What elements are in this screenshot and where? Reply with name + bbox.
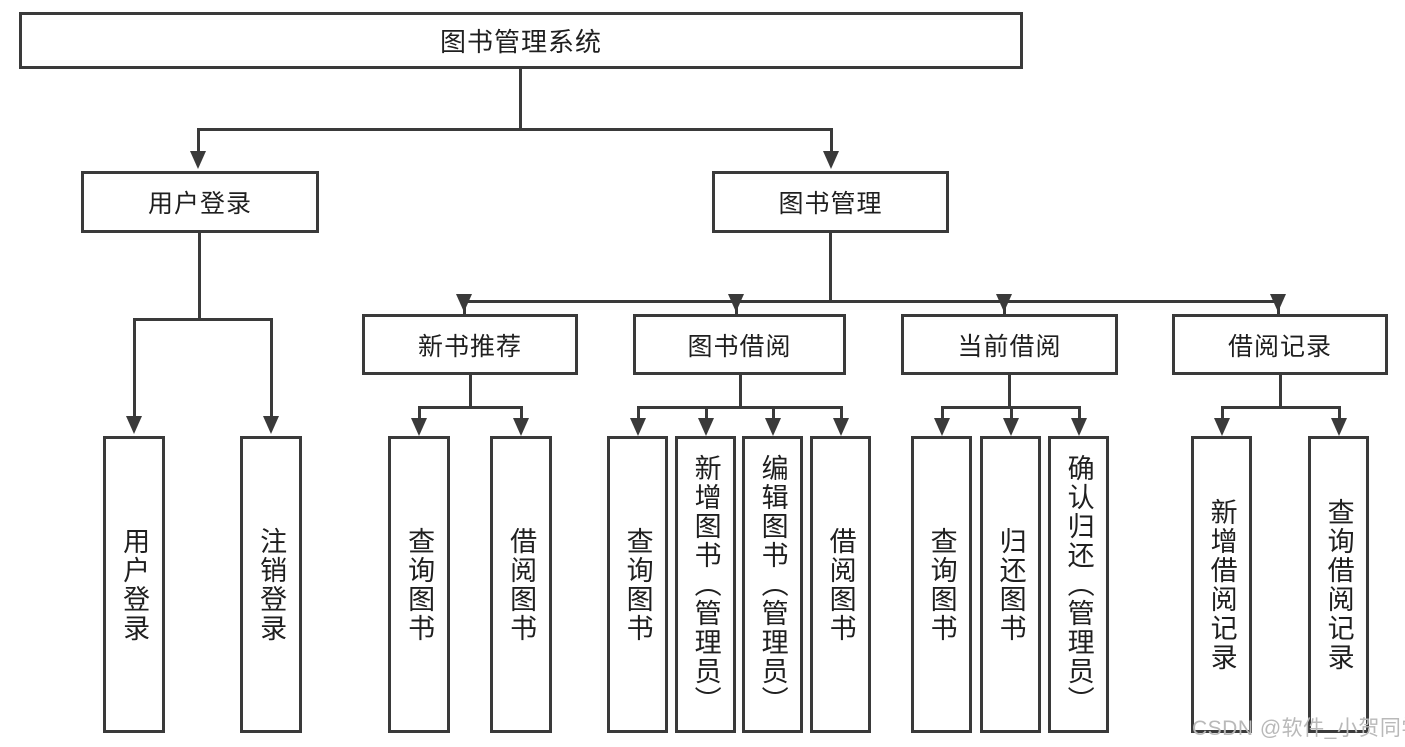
node-book-borrow-label: 图书借阅 <box>687 332 792 361</box>
connector-book-borrow-bus <box>637 406 842 409</box>
node-leaf-add-record[interactable]: 新增借阅记录 <box>1191 436 1252 733</box>
connector-drop-edit-book <box>772 406 775 422</box>
connector-drop-leaf-user-logout <box>270 318 273 418</box>
node-root-label: 图书管理系统 <box>439 27 602 57</box>
arrowhead-current-borrow <box>996 294 1012 312</box>
node-book-manage-label: 图书管理 <box>778 190 883 218</box>
node-user-login[interactable]: 用户登录 <box>81 171 319 233</box>
node-leaf-return-book[interactable]: 归还图书 <box>980 436 1041 733</box>
node-leaf-user-login[interactable]: 用户登录 <box>103 436 165 733</box>
connector-drop-query-book-1 <box>418 406 421 422</box>
connector-book-manage-stem <box>829 233 832 303</box>
node-leaf-edit-book-label: 编辑图书（管理员） <box>757 454 788 715</box>
node-leaf-query-book-3-label: 查询图书 <box>926 526 957 643</box>
arrowhead-query-book-1 <box>411 418 427 436</box>
arrowhead-query-record <box>1331 418 1347 436</box>
node-leaf-add-record-label: 新增借阅记录 <box>1206 497 1237 672</box>
node-borrow-record-label: 借阅记录 <box>1227 332 1332 361</box>
node-leaf-confirm-return[interactable]: 确认归还（管理员） <box>1048 436 1109 733</box>
arrowhead-query-book-3 <box>934 418 950 436</box>
node-leaf-add-book[interactable]: 新增图书（管理员） <box>675 436 736 733</box>
connector-drop-return-book <box>1010 406 1013 422</box>
node-leaf-query-record[interactable]: 查询借阅记录 <box>1308 436 1369 733</box>
node-leaf-user-login-label: 用户登录 <box>119 526 150 643</box>
arrowhead-leaf-user-logout <box>263 416 279 434</box>
arrowhead-query-book-2 <box>630 418 646 436</box>
connector-current-borrow-stem <box>1008 375 1011 408</box>
connector-drop-borrow-book-2 <box>840 406 843 422</box>
connector-drop-leaf-user-login <box>133 318 136 418</box>
arrowhead-new-book-rec <box>456 294 472 312</box>
watermark-text: CSDN @软件_小贺同学 <box>1192 717 1405 740</box>
connector-new-book-rec-stem <box>469 375 472 408</box>
node-leaf-user-logout[interactable]: 注销登录 <box>240 436 302 733</box>
node-leaf-borrow-book-2[interactable]: 借阅图书 <box>810 436 871 733</box>
node-leaf-edit-book[interactable]: 编辑图书（管理员） <box>742 436 803 733</box>
connector-drop-add-book <box>705 406 708 422</box>
connector-drop-query-record <box>1338 406 1341 422</box>
connector-drop-query-book-3 <box>941 406 944 422</box>
arrowhead-add-record <box>1214 418 1230 436</box>
arrowhead-borrow-book-1 <box>513 418 529 436</box>
connector-drop-add-record <box>1221 406 1224 422</box>
node-current-borrow[interactable]: 当前借阅 <box>901 314 1118 375</box>
arrowhead-user-login <box>190 151 206 169</box>
connector-level3-bus <box>463 300 1280 303</box>
node-leaf-return-book-label: 归还图书 <box>995 526 1026 643</box>
arrowhead-add-book <box>698 418 714 436</box>
connector-level2-bus <box>197 128 833 131</box>
arrowhead-confirm-return <box>1071 418 1087 436</box>
node-leaf-query-book-1-label: 查询图书 <box>404 526 435 643</box>
node-root[interactable]: 图书管理系统 <box>19 12 1023 69</box>
connector-drop-borrow-book-1 <box>520 406 523 422</box>
node-leaf-borrow-book-2-label: 借阅图书 <box>825 526 856 643</box>
connector-user-login-bus <box>133 318 270 321</box>
arrowhead-return-book <box>1003 418 1019 436</box>
connector-borrow-record-stem <box>1279 375 1282 408</box>
node-leaf-query-book-2[interactable]: 查询图书 <box>607 436 668 733</box>
node-book-manage[interactable]: 图书管理 <box>712 171 949 233</box>
arrowhead-book-manage <box>823 151 839 169</box>
arrowhead-leaf-user-login <box>126 416 142 434</box>
connector-drop-book-manage <box>830 128 833 153</box>
node-leaf-query-book-1[interactable]: 查询图书 <box>388 436 450 733</box>
node-leaf-user-logout-label: 注销登录 <box>256 526 287 643</box>
node-new-book-rec-label: 新书推荐 <box>417 332 522 361</box>
arrowhead-borrow-book-2 <box>833 418 849 436</box>
arrowhead-book-borrow <box>728 294 744 312</box>
node-leaf-borrow-book-1-label: 借阅图书 <box>506 526 537 643</box>
node-leaf-query-book-2-label: 查询图书 <box>622 526 653 643</box>
arrowhead-borrow-record <box>1270 294 1286 312</box>
node-leaf-borrow-book-1[interactable]: 借阅图书 <box>490 436 552 733</box>
connector-borrow-record-bus <box>1221 406 1340 409</box>
connector-drop-user-login <box>197 128 200 153</box>
connector-drop-query-book-2 <box>637 406 640 422</box>
node-new-book-rec[interactable]: 新书推荐 <box>362 314 578 375</box>
connector-book-borrow-stem <box>739 375 742 408</box>
node-current-borrow-label: 当前借阅 <box>957 332 1062 361</box>
connector-root-stem <box>519 69 522 129</box>
arrowhead-edit-book <box>765 418 781 436</box>
node-leaf-query-record-label: 查询借阅记录 <box>1323 497 1354 672</box>
node-leaf-add-book-label: 新增图书（管理员） <box>690 454 721 715</box>
node-leaf-query-book-3[interactable]: 查询图书 <box>911 436 972 733</box>
node-book-borrow[interactable]: 图书借阅 <box>633 314 846 375</box>
node-user-login-label: 用户登录 <box>147 190 252 218</box>
connector-user-login-stem <box>198 233 201 321</box>
connector-new-book-rec-bus <box>418 406 523 409</box>
node-borrow-record[interactable]: 借阅记录 <box>1172 314 1388 375</box>
connector-drop-confirm-return <box>1078 406 1081 422</box>
node-leaf-confirm-return-label: 确认归还（管理员） <box>1063 454 1094 715</box>
